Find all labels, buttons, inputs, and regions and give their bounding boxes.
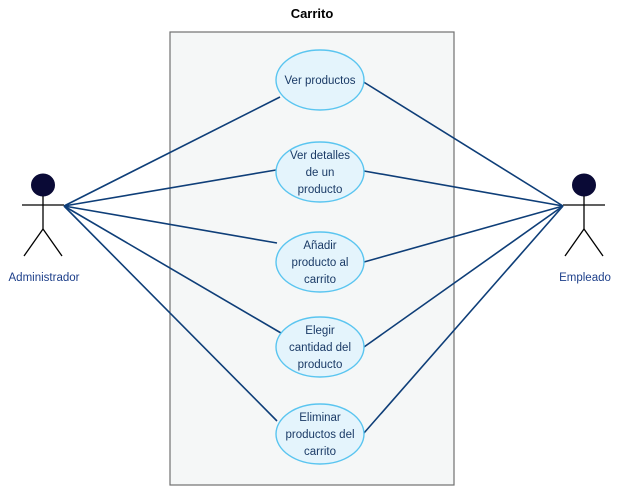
- use-case-label-line: producto al: [292, 257, 349, 269]
- association-administrador-line: [63, 205, 282, 334]
- actor-empleado: Empleado: [559, 173, 611, 284]
- use-case-ellipse: [275, 403, 365, 465]
- actor-head: [31, 173, 55, 197]
- use-case-uc2: Ver detalles de un producto: [275, 141, 365, 203]
- association-empleado-line: [361, 80, 564, 207]
- use-case-label-line: producto: [298, 184, 343, 196]
- use-case-label-line: Ver productos: [285, 75, 356, 87]
- actor-head: [572, 173, 596, 197]
- actor-left-leg: [23, 228, 44, 257]
- actor-right-leg: [42, 228, 63, 257]
- use-case-uc4: Elegir cantidad del producto: [275, 316, 365, 378]
- use-case-label-line: cantidad del: [289, 342, 351, 354]
- use-case-label-line: Ver detalles: [290, 150, 350, 162]
- use-case-ellipse: [275, 231, 365, 293]
- association-administrador-line: [63, 205, 278, 244]
- use-case-label-line: carrito: [304, 274, 336, 286]
- association-empleado-line: [363, 170, 564, 207]
- use-case-uc1: Ver productos: [275, 49, 365, 111]
- association-administrador-line: [63, 205, 278, 422]
- use-case-label-line: Eliminar: [299, 412, 341, 424]
- actor-right-leg: [583, 228, 604, 257]
- use-case-label-line: producto: [298, 359, 343, 371]
- use-case-ellipse: [275, 49, 365, 111]
- use-case-label-line: productos del: [285, 429, 354, 441]
- use-case-ellipse: [275, 316, 365, 378]
- use-case-ellipse: [275, 141, 365, 203]
- actor-left-leg: [564, 228, 585, 257]
- association-empleado-line: [363, 205, 564, 348]
- actor-label-empleado: Empleado: [559, 272, 611, 284]
- associations: [63, 80, 564, 434]
- use-case-label-line: de un: [306, 167, 335, 179]
- association-empleado-line: [363, 205, 564, 434]
- actor-administrador: Administrador: [9, 173, 80, 284]
- actor-label-administrador: Administrador: [9, 272, 80, 284]
- association-empleado-line: [363, 205, 564, 263]
- association-administrador-line: [63, 169, 277, 207]
- use-case-label-line: Añadir: [303, 240, 336, 252]
- use-case-uc5: Eliminar productos del carrito: [275, 403, 365, 465]
- use-case-label-line: Elegir: [305, 325, 335, 337]
- system-title: Carrito: [291, 6, 334, 21]
- use-case-label-line: carrito: [304, 446, 336, 458]
- association-administrador-line: [63, 96, 281, 207]
- use-case-uc3: Añadir producto al carrito: [275, 231, 365, 293]
